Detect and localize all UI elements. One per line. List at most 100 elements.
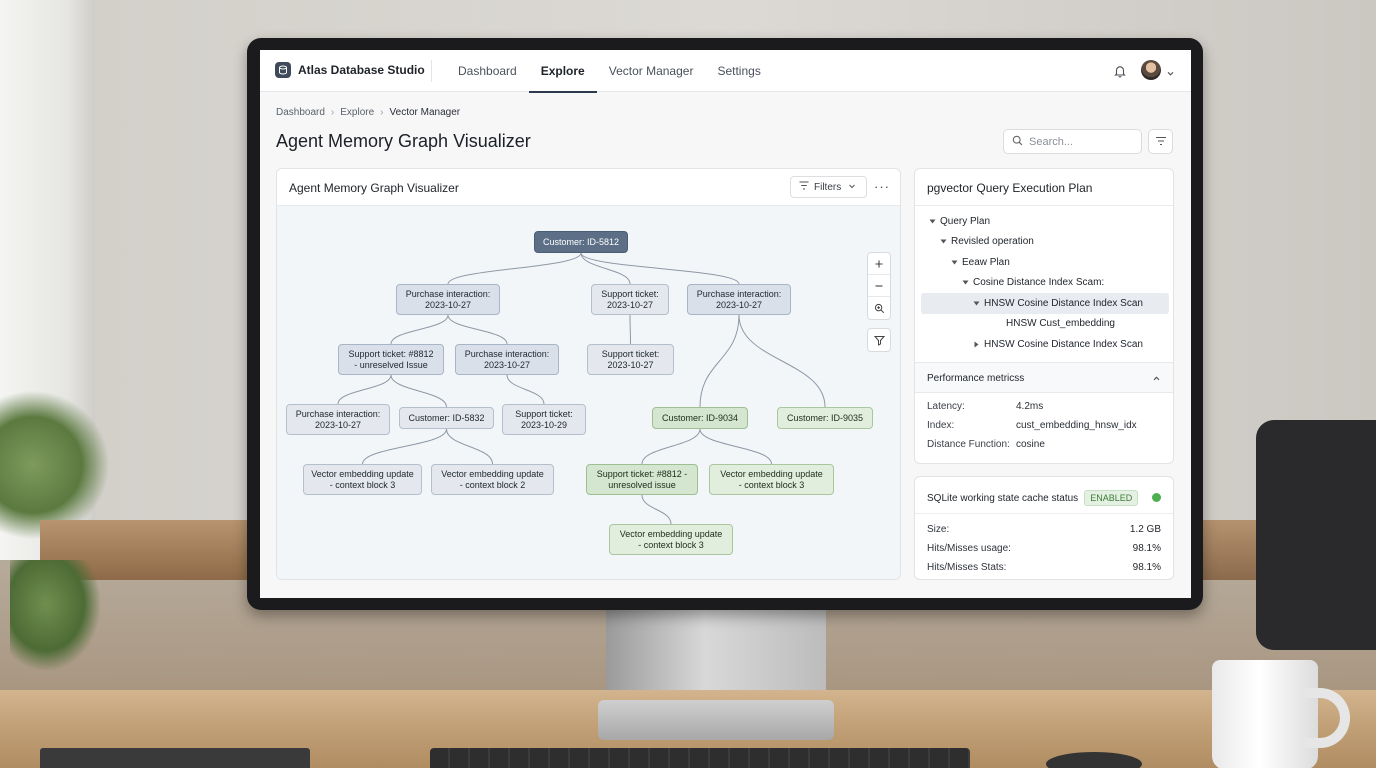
cache-status-title: SQLite working state cache status <box>927 492 1079 504</box>
graph-edge <box>580 252 740 285</box>
status-dot-icon <box>1152 493 1161 502</box>
metric-key: Index: <box>927 420 955 431</box>
tab-settings[interactable]: Settings <box>717 64 761 78</box>
metric-value: cust_embedding_hnsw_idx <box>1016 420 1137 431</box>
cache-key: Hits/Misses usage: <box>927 543 1011 554</box>
graph-panel: Agent Memory Graph Visualizer Filters ··… <box>276 168 901 580</box>
plan-tree-label: Cosine Distance Index Scam: <box>973 277 1105 289</box>
graph-edge <box>629 314 631 345</box>
top-navigation-bar: Atlas Database Studio Dashboard Explore … <box>260 50 1191 93</box>
graph-node[interactable]: Customer: ID-9035 <box>777 407 873 429</box>
graph-edge <box>390 374 447 408</box>
plan-tree-label: HNSW Cosine Distance Index Scan <box>984 338 1143 350</box>
graph-edge <box>580 252 631 285</box>
plan-tree-row[interactable]: Cosine Distance Index Scam: <box>921 273 1169 294</box>
plan-tree-row[interactable]: HNSW Cosine Distance Index Scan <box>921 334 1169 355</box>
filters-dropdown-button[interactable]: Filters <box>790 176 867 198</box>
database-logo-icon <box>275 62 291 78</box>
graph-node[interactable]: Customer: ID-9034 <box>652 407 748 429</box>
caret-down-icon[interactable] <box>971 300 981 307</box>
coffee-mug-handle <box>1304 688 1350 748</box>
caret-down-icon[interactable] <box>938 238 948 245</box>
notification-bell-icon[interactable] <box>1113 64 1127 78</box>
graph-node[interactable]: Support ticket: #8812 - unresolved issue <box>586 464 698 495</box>
zoom-fit-icon[interactable] <box>868 297 890 319</box>
graph-node[interactable]: Vector embedding update - context block … <box>609 524 733 555</box>
breadcrumb: Dashboard › Explore › Vector Manager <box>276 107 460 118</box>
filter-options-button[interactable] <box>1148 129 1173 154</box>
caret-right-icon[interactable] <box>971 341 981 348</box>
zoom-in-icon[interactable] <box>868 253 890 275</box>
cache-key: Size: <box>927 524 950 535</box>
graph-node-label: Support ticket: 2023-10-27 <box>601 348 660 370</box>
metric-distance-function: Distance Function: cosine <box>927 439 1045 450</box>
graph-node[interactable]: Purchase interaction: 2023-10-27 <box>396 284 500 315</box>
search-input[interactable] <box>1029 135 1129 148</box>
graph-node-label: Purchase interaction: 2023-10-27 <box>464 348 550 370</box>
query-plan-title: pgvector Query Execution Plan <box>915 169 1173 206</box>
chevron-right-icon: › <box>330 107 335 118</box>
graph-node-label: Customer: ID-5832 <box>408 412 485 423</box>
graph-node-label: Support ticket: 2023-10-27 <box>601 288 659 310</box>
graph-node[interactable]: Vector embedding update - context block … <box>303 464 422 495</box>
monitor-stand <box>606 606 826 706</box>
cache-row-hits-usage: Hits/Misses usage: 98.1% <box>927 543 1161 554</box>
graph-node[interactable]: Purchase interaction: 2023-10-27 <box>286 404 390 435</box>
caret-down-icon[interactable] <box>960 279 970 286</box>
breadcrumb-explore[interactable]: Explore <box>340 107 375 118</box>
breadcrumb-dashboard[interactable]: Dashboard <box>276 107 325 118</box>
plan-tree-row[interactable]: HNSW Cosine Distance Index Scan <box>921 293 1169 314</box>
cache-value: 98.1% <box>1132 543 1161 554</box>
query-plan-panel: pgvector Query Execution Plan Query Plan… <box>914 168 1174 464</box>
graph-filter-funnel-icon[interactable] <box>867 328 891 352</box>
graph-node[interactable]: Customer: ID-5832 <box>399 407 494 429</box>
plan-tree-row[interactable]: Eeaw Plan <box>921 252 1169 273</box>
plan-tree-label: Eeaw Plan <box>962 256 1010 268</box>
graph-node[interactable]: Vector embedding update - context block … <box>709 464 834 495</box>
plan-tree-label: Query Plan <box>940 215 991 227</box>
tab-explore[interactable]: Explore <box>528 50 597 93</box>
zoom-toolbar <box>867 252 891 320</box>
more-options-icon[interactable]: ··· <box>874 178 890 194</box>
graph-edge <box>390 314 449 345</box>
graph-node[interactable]: Purchase interaction: 2023-10-27 <box>687 284 791 315</box>
filters-label: Filters <box>814 181 842 193</box>
metric-key: Latency: <box>927 401 965 412</box>
notebook <box>40 748 310 768</box>
graph-node[interactable]: Customer: ID-5812 <box>534 231 628 253</box>
plan-tree-row[interactable]: Revisled operation <box>921 232 1169 253</box>
tab-vector-manager[interactable]: Vector Manager <box>608 64 694 78</box>
background-plant-lower <box>10 560 100 670</box>
page-title: Agent Memory Graph Visualizer <box>276 131 531 151</box>
graph-node-label: Vector embedding update - context block … <box>441 468 544 490</box>
graph-node-label: Vector embedding update - context block … <box>720 468 823 490</box>
user-avatar[interactable] <box>1141 60 1161 80</box>
graph-node[interactable]: Support ticket: 2023-10-27 <box>591 284 669 315</box>
app-screen: Atlas Database Studio Dashboard Explore … <box>260 50 1191 598</box>
graph-node[interactable]: Support ticket: 2023-10-29 <box>502 404 586 435</box>
chevron-up-icon[interactable] <box>1152 374 1161 386</box>
graph-edge <box>641 494 672 525</box>
status-badge: ENABLED <box>1084 490 1139 506</box>
graph-node-label: Vector embedding update - context block … <box>619 528 723 550</box>
graph-edge <box>506 374 545 405</box>
caret-down-icon[interactable] <box>927 218 937 225</box>
graph-node-label: Customer: ID-5812 <box>542 236 620 247</box>
graph-node[interactable]: Support ticket: #8812 - unreselved Issue <box>338 344 444 375</box>
cache-status-panel: SQLite working state cache status ENABLE… <box>914 476 1174 580</box>
metric-value: 4.2ms <box>1016 401 1044 412</box>
graph-node[interactable]: Vector embedding update - context block … <box>431 464 554 495</box>
zoom-out-icon[interactable] <box>868 275 890 297</box>
caret-down-icon[interactable] <box>949 259 959 266</box>
tab-dashboard[interactable]: Dashboard <box>458 64 517 78</box>
chevron-down-icon[interactable] <box>1166 65 1175 83</box>
plan-tree-row[interactable]: HNSW Cust_embedding <box>921 314 1169 335</box>
performance-metrics-header[interactable]: Performance metricss <box>915 362 1173 393</box>
breadcrumb-vector-manager[interactable]: Vector Manager <box>389 107 461 118</box>
plan-tree-row[interactable]: Query Plan <box>921 211 1169 232</box>
graph-node[interactable]: Support ticket: 2023-10-27 <box>587 344 674 375</box>
graph-node[interactable]: Purchase interaction: 2023-10-27 <box>455 344 559 375</box>
brand[interactable]: Atlas Database Studio <box>275 62 425 78</box>
search-box[interactable] <box>1003 129 1142 154</box>
